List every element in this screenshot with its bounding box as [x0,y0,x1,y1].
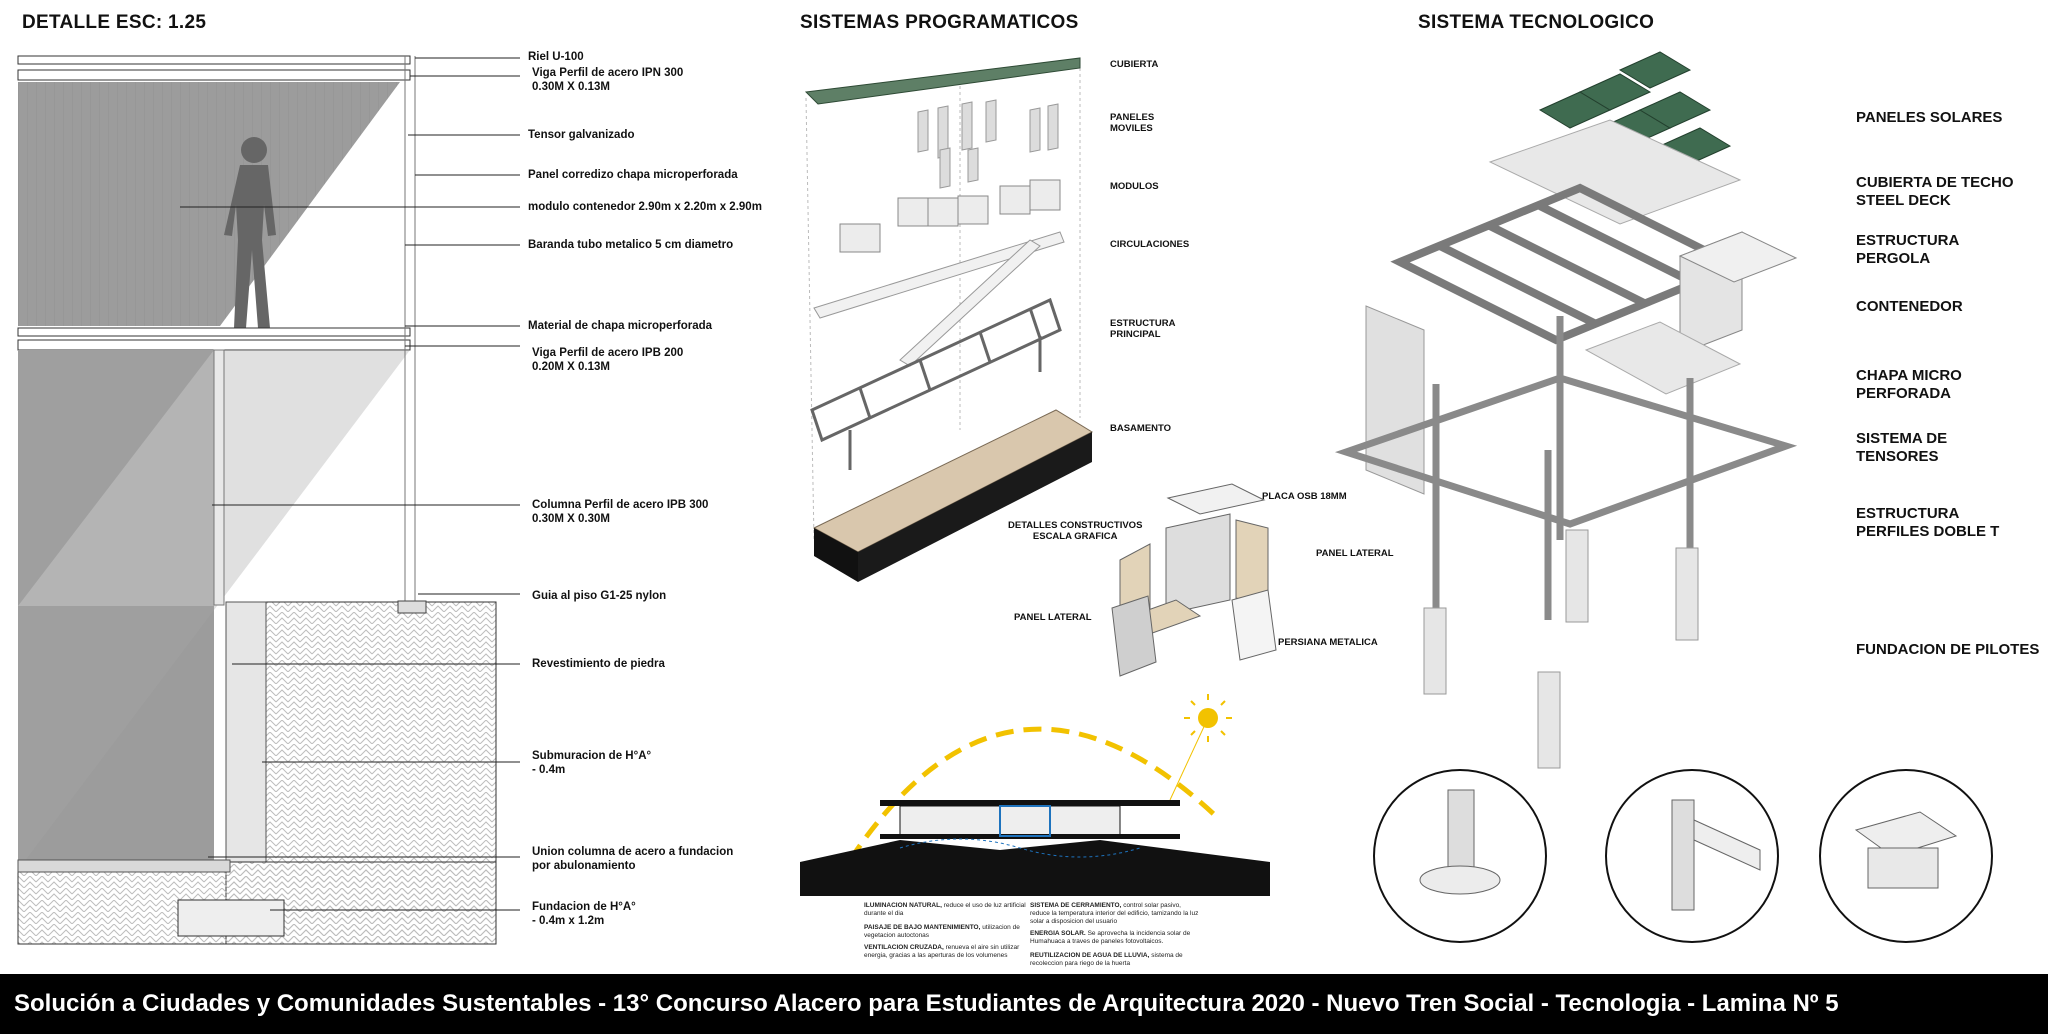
steel-frame [1334,316,1798,620]
module-label-details: DETALLES CONSTRUCTIVOS ESCALA GRAFICA [1008,520,1143,542]
tech-label-deck: CUBIERTA DE TECHO STEEL DECK [1856,174,2014,209]
programmatic-title: SISTEMAS PROGRAMATICOS [800,12,1079,33]
perforated-sheet [1584,321,1742,395]
module-label-panel-right: PANEL LATERAL [1316,548,1394,559]
legend-item: ILUMINACION NATURAL, reduce el uso de lu… [864,902,1026,917]
label-fundacion: Fundacion de H°A° - 0.4m x 1.2m [532,901,636,927]
module-label-blind: PERSIANA METALICA [1278,637,1378,648]
legend-item: PAISAJE DE BAJO MANTENIMIENTO, utilizaci… [864,924,1020,939]
piles [1423,529,1699,769]
label-columna: Columna Perfil de acero IPB 300 0.30M X … [532,499,709,525]
footer-banner: Solución a Ciudades y Comunidades Susten… [0,974,2048,1034]
floor-guide [397,600,427,614]
tech-label-tensores: SISTEMA DE TENSORES [1856,430,1948,465]
label-revestimiento: Revestimiento de piedra [532,658,665,670]
legend-item: REUTILIZACION DE AGUA DE LLUVIA, sistema… [1030,952,1183,967]
tech-label-pilotes: FUNDACION DE PILOTES [1856,641,2040,658]
prog-label-estructura: ESTRUCTURA PRINCIPAL [1110,318,1176,340]
label-viga-ipn300: Viga Perfil de acero IPN 300 0.30M X 0.1… [532,67,684,93]
tech-label-pergola: ESTRUCTURA PERGOLA [1856,232,1960,267]
prog-circulation [813,231,1065,319]
label-modulo: modulo contenedor 2.90m x 2.20m x 2.90m [528,201,762,213]
label-tensor: Tensor galvanizado [528,129,635,141]
label-union: Union columna de acero a fundacion por a… [532,846,734,872]
prog-structure [810,297,1062,470]
legend-item: ENERGIA SOLAR. Se aprovecha la incidenci… [1030,930,1191,945]
label-riel: Riel U-100 [528,51,584,63]
side-panel [1365,305,1425,495]
steel-deck [1488,119,1742,225]
ground [800,840,1270,896]
upper-light-wedge [220,82,400,326]
prog-roof [804,57,1081,105]
solar-panels [1538,51,1732,165]
legend-item: VENTILACION CRUZADA, renueva el aire sin… [864,944,1020,959]
tech-label-chapa: CHAPA MICRO PERFORADA [1856,367,1962,402]
label-viga-ipb200: Viga Perfil de acero IPB 200 0.20M X 0.1… [532,347,684,373]
prog-label-basamento: BASAMENTO [1110,423,1172,434]
legend-item: SISTEMA DE CERRAMIENTO, control solar pa… [1030,902,1199,925]
module-exploded [1111,483,1277,677]
tech-title: SISTEMA TECNOLOGICO [1418,12,1655,33]
prog-label-cubierta: CUBIERTA [1110,59,1159,70]
module-label-osb: PLACA OSB 18MM [1262,491,1347,502]
person-silhouette [224,137,276,328]
detail-title: DETALLE ESC: 1.25 [22,12,207,33]
label-baranda: Baranda tubo metalico 5 cm diametro [528,239,734,251]
label-panel-corredizo: Panel corredizo chapa microperforada [528,169,738,181]
prog-label-paneles: PANELES MOVILES [1110,112,1155,134]
prog-modules [839,179,1061,253]
prog-label-modulos: MODULOS [1110,181,1159,192]
prog-panels [917,99,1059,189]
prog-label-circulaciones: CIRCULACIONES [1110,239,1190,250]
tech-label-perfiles: ESTRUCTURA PERFILES DOBLE T [1856,505,2000,540]
label-chapa: Material de chapa microperforada [528,320,713,332]
label-guia: Guia al piso G1-25 nylon [532,590,667,602]
label-submuracion: Submuracion de H°A° - 0.4m [532,750,652,776]
tech-label-container: CONTENEDOR [1856,298,1963,315]
module-label-panel-left: PANEL LATERAL [1014,612,1092,623]
tech-label-solar: PANELES SOLARES [1856,109,2003,126]
